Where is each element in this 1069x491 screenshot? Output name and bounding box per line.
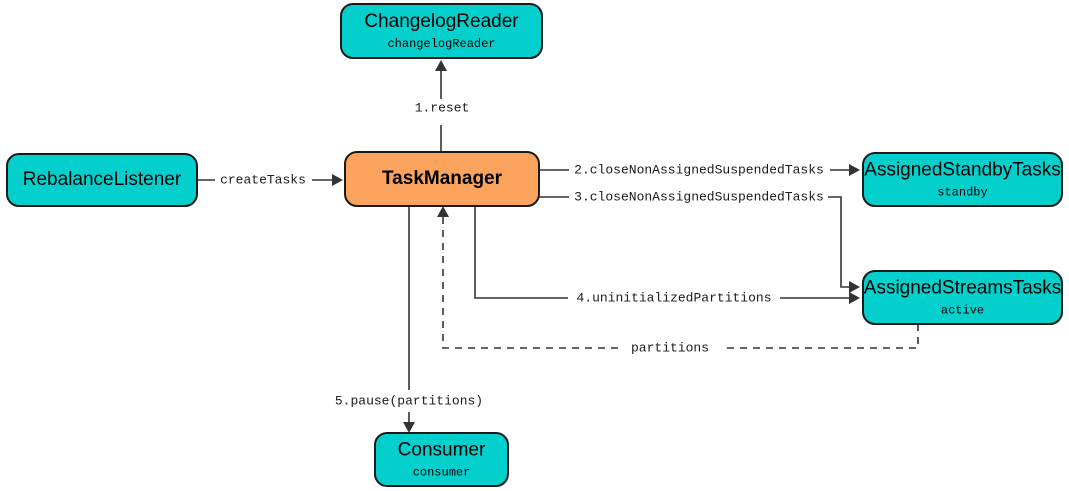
node-assigned-streams-tasks-shape[interactable] (862, 270, 1063, 325)
node-assigned-standby-tasks-title: AssignedStandbyTasks (864, 160, 1060, 181)
edge-3-close-non-assigned-suspended-tasks-arrowhead (849, 281, 860, 293)
node-assigned-standby-tasks-shape[interactable] (862, 152, 1063, 207)
node-task-manager-shape[interactable] (344, 151, 540, 207)
node-consumer[interactable]: Consumer consumer (374, 432, 509, 487)
node-consumer-shape[interactable] (374, 432, 509, 487)
edge-create-tasks-label: createTasks (220, 172, 306, 187)
node-rebalance-listener[interactable]: RebalanceListener (6, 153, 198, 207)
nodes-layer: ChangelogReader changelogReaderRebalanceL… (6, 3, 1063, 487)
edge-3-close-non-assigned-suspended-tasks (539, 196, 860, 293)
edge-create-tasks-arrowhead (332, 174, 343, 186)
edge-labels-layer: createTasks 1.reset 2.closeNonAssignedSusp… (220, 100, 824, 408)
edge-5-pause-partitions-label: 5.pause(partitions) (335, 393, 483, 408)
node-assigned-streams-tasks[interactable]: AssignedStreamsTasks active (862, 270, 1063, 325)
node-changelog-reader-title: ChangelogReader (364, 11, 519, 32)
edge-create-tasks (197, 174, 343, 186)
node-rebalance-listener-shape[interactable] (6, 153, 198, 207)
edge-3-close-non-assigned-suspended-tasks-line (828, 196, 855, 288)
edges-layer (197, 60, 919, 433)
edge-3-close-non-assigned-suspended-tasks-label: 3.closeNonAssignedSuspendedTasks (574, 189, 824, 204)
edge-partitions-arrowhead (437, 206, 449, 217)
edge-partitions-line (442, 212, 618, 349)
edge-4-uninitialized-partitions-line (474, 206, 568, 299)
node-changelog-reader-shape[interactable] (340, 3, 543, 59)
edge-1-reset-label: 1.reset (415, 100, 470, 115)
edge-1-reset (435, 60, 447, 152)
node-task-manager-title: TaskManager (382, 168, 503, 189)
edge-4-uninitialized-partitions-label: 4.uninitializedPartitions (576, 290, 771, 305)
node-assigned-streams-tasks-title: AssignedStreamsTasks (864, 278, 1061, 299)
node-assigned-standby-tasks-subtitle: standby (937, 186, 987, 200)
node-assigned-streams-tasks-subtitle: active (941, 304, 984, 318)
node-task-manager[interactable]: TaskManager (344, 151, 540, 207)
edge-1-reset-arrowhead (435, 60, 447, 71)
edge-2-close-non-assigned-suspended-tasks (539, 164, 860, 176)
edge-5-pause-partitions-arrowhead (403, 422, 415, 433)
edge-partitions-label: partitions (631, 340, 709, 355)
edge-2-close-non-assigned-suspended-tasks-arrowhead (849, 164, 860, 176)
edge-4-uninitialized-partitions-arrowhead (849, 292, 860, 304)
edge-4-uninitialized-partitions (474, 206, 860, 304)
node-consumer-subtitle: consumer (413, 466, 471, 480)
node-assigned-standby-tasks[interactable]: AssignedStandbyTasks standby (862, 152, 1063, 207)
node-consumer-title: Consumer (398, 440, 486, 461)
node-changelog-reader-subtitle: changelogReader (387, 37, 495, 51)
edge-5-pause-partitions (403, 206, 415, 433)
edge-2-close-non-assigned-suspended-tasks-label: 2.closeNonAssignedSuspendedTasks (574, 162, 824, 177)
edge-partitions (437, 206, 919, 349)
edge-partitions-line (724, 324, 919, 349)
node-changelog-reader[interactable]: ChangelogReader changelogReader (340, 3, 543, 59)
node-rebalance-listener-title: RebalanceListener (23, 169, 182, 190)
